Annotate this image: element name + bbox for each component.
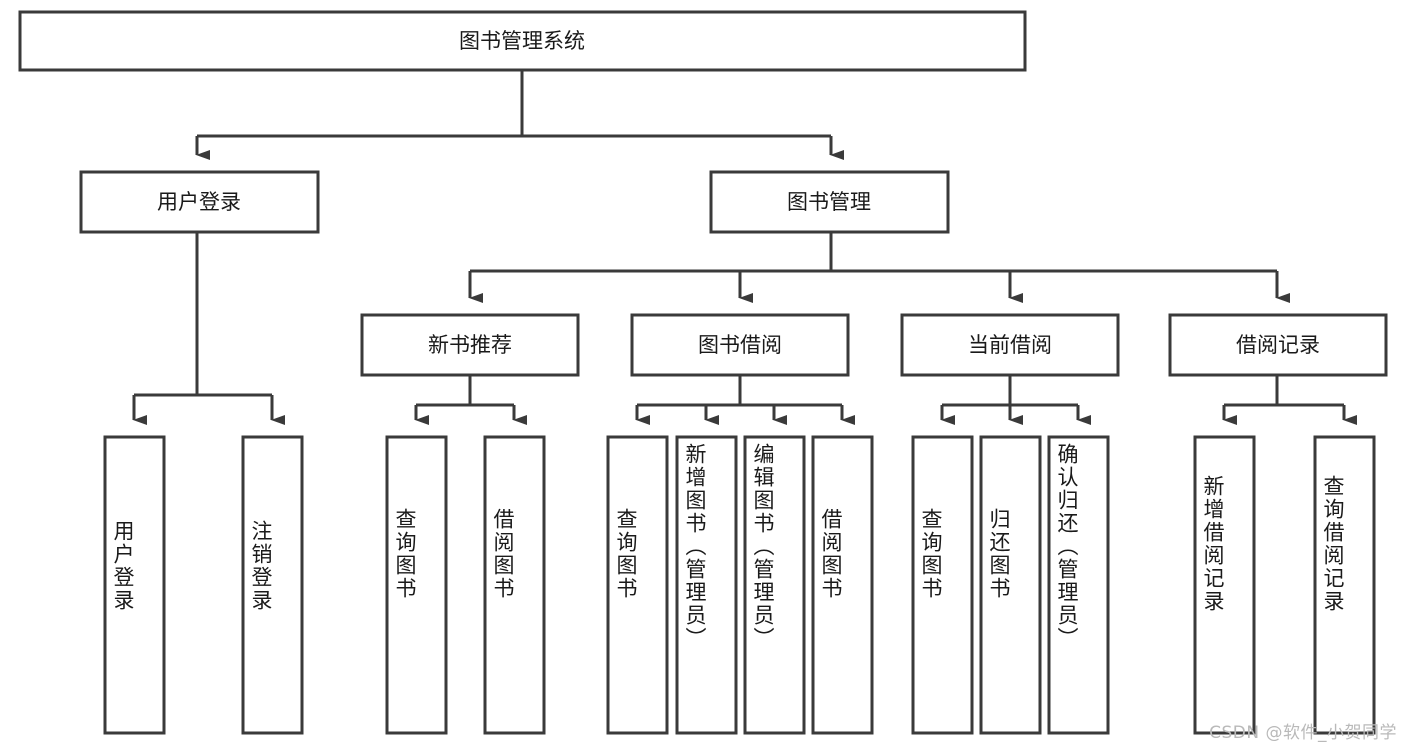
node-root[interactable]: 图书管理系统 [18,10,1027,72]
leaf-box-add-borrow-record[interactable] [1193,435,1256,735]
node-book-management[interactable]: 图书管理 [709,170,950,234]
leaf-box-add-book-admin[interactable] [675,435,738,735]
node-new-book-recommend[interactable]: 新书推荐 [360,313,580,377]
watermark-text: CSDN @软件_小贺同学 [1209,723,1397,743]
leaf-box-edit-book-admin[interactable] [743,435,806,735]
connector-borrow-to-leaves [635,375,855,425]
leaf-box-query-book-rec[interactable] [385,435,448,735]
connector-record-to-leaves [1222,375,1357,425]
node-root-label: 图书管理系统 [459,29,585,53]
node-user-login[interactable]: 用户登录 [79,170,320,234]
leaf-box-borrow-book-rec[interactable] [483,435,546,735]
connector-newbook-to-leaves [414,375,527,425]
node-current-borrow[interactable]: 当前借阅 [900,313,1120,377]
leaf-box-borrow-book[interactable] [811,435,874,735]
leaf-box-confirm-return-admin[interactable] [1047,435,1110,735]
node-user-login-label: 用户登录 [157,190,241,214]
leaf-box-user-login[interactable] [103,435,166,735]
leaf-box-query-book-current[interactable] [911,435,974,735]
node-current-borrow-label: 当前借阅 [968,333,1052,357]
connector-current-to-leaves [940,375,1091,425]
leaf-box-query-borrow-record[interactable] [1313,435,1376,735]
node-book-management-label: 图书管理 [787,190,871,214]
connector-userlogin-to-leaves [132,232,285,425]
connector-bookmgmt-to-level3 [468,232,1290,303]
connector-root-to-level2 [195,70,844,160]
node-new-book-recommend-label: 新书推荐 [428,333,512,357]
leaf-box-return-book[interactable] [979,435,1042,735]
leaf-box-logout[interactable] [241,435,304,735]
leaf-box-query-book-borrow[interactable] [606,435,669,735]
node-book-borrow-label: 图书借阅 [698,333,782,357]
node-borrow-record[interactable]: 借阅记录 [1168,313,1388,377]
node-borrow-record-label: 借阅记录 [1236,333,1320,357]
node-book-borrow[interactable]: 图书借阅 [630,313,850,377]
